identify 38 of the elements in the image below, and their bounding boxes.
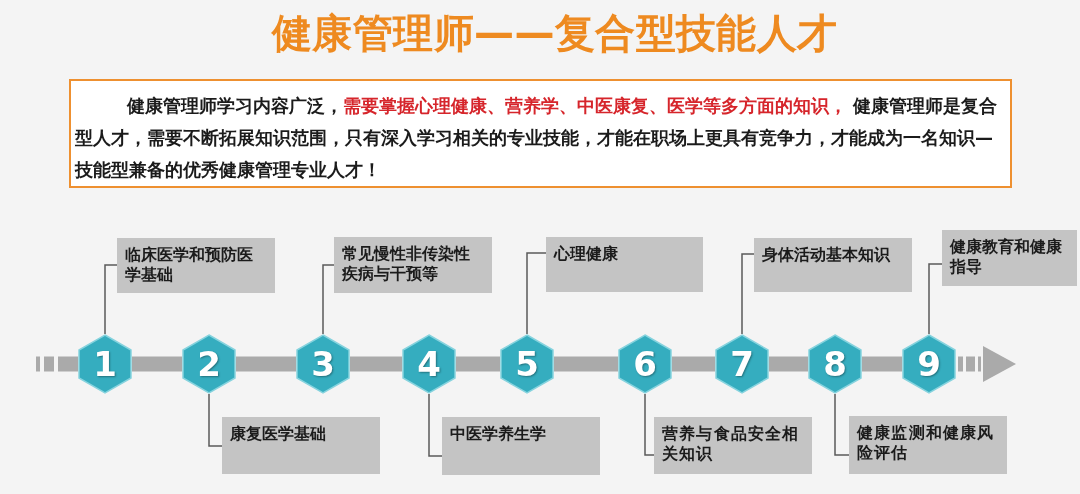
topic-box: 常见慢性非传染性疾病与干预等 bbox=[334, 237, 492, 293]
topic-box: 营养与食品安全相关知识 bbox=[654, 417, 812, 474]
timeline-bar bbox=[132, 356, 182, 372]
topic-box: 健康教育和健康指导 bbox=[942, 230, 1077, 286]
leader-line bbox=[834, 393, 850, 456]
topic-box: 临床医学和预防医学基础 bbox=[117, 238, 275, 293]
topic-box: 身体活动基本知识 bbox=[754, 238, 912, 292]
timeline-bar bbox=[554, 356, 618, 372]
step-hexagon: 6 bbox=[618, 334, 672, 394]
topic-box: 心理健康 bbox=[546, 237, 703, 292]
summary-panel: 健康管理师学习内容广泛，需要掌握心理健康、营养学、中医康复、医学等多方面的知识， 健康管理师是复合型人才，需要不断拓展知识范围，只有深入学习相关的专业技能，才能在职场上更具有竞争力，才能成为一名知识—技能型兼备的优秀健康管理专业人才！ bbox=[69, 79, 1012, 188]
leader-line bbox=[428, 393, 443, 457]
leader-line bbox=[104, 264, 118, 335]
leader-line bbox=[208, 393, 223, 447]
topic-box: 康复医学基础 bbox=[222, 417, 380, 474]
timeline-bar bbox=[350, 356, 402, 372]
title: 健康管理师——复合型技能人才 bbox=[272, 10, 838, 56]
topic-box: 中医学养生学 bbox=[442, 417, 600, 475]
step-hexagon: 1 bbox=[78, 334, 132, 394]
leader-line bbox=[741, 253, 755, 335]
timeline-bar bbox=[769, 356, 808, 372]
leader-line bbox=[644, 393, 655, 456]
step-hexagon: 4 bbox=[402, 334, 456, 394]
timeline-bar bbox=[236, 356, 296, 372]
timeline-bar bbox=[456, 356, 500, 372]
leader-line bbox=[322, 264, 335, 335]
step-hexagon: 7 bbox=[715, 334, 769, 394]
leader-line bbox=[526, 252, 547, 335]
step-hexagon: 2 bbox=[182, 334, 236, 394]
topic-box: 健康监测和健康风险评估 bbox=[849, 416, 1007, 474]
timeline-bar bbox=[672, 356, 715, 372]
leader-line bbox=[928, 263, 943, 335]
timeline-bar bbox=[36, 356, 78, 372]
step-hexagon: 5 bbox=[500, 334, 554, 394]
step-hexagon: 3 bbox=[296, 334, 350, 394]
step-hexagon: 9 bbox=[902, 334, 956, 394]
timeline-bar bbox=[862, 356, 902, 372]
step-hexagon: 8 bbox=[808, 334, 862, 394]
